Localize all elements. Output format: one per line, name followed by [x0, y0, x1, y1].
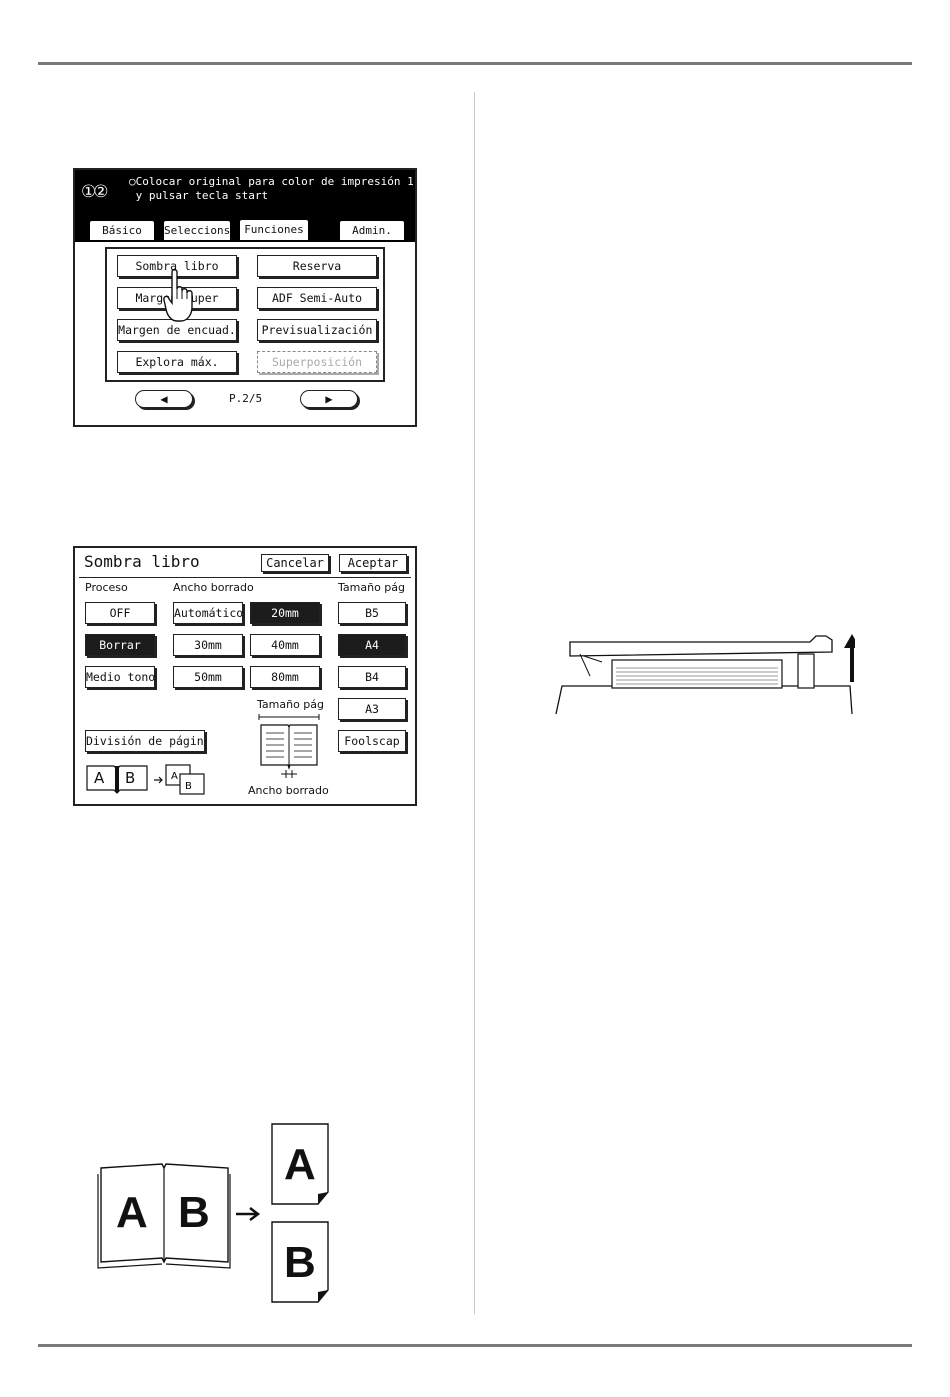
explora-max-button[interactable]: Explora máx.: [117, 351, 237, 373]
size-foolscap-button[interactable]: Foolscap: [338, 730, 406, 752]
ancho-20mm-button[interactable]: 20mm: [250, 602, 320, 624]
proceso-label: Proceso: [85, 581, 128, 594]
cancel-button[interactable]: Cancelar: [261, 554, 329, 572]
book-letter-a: A: [116, 1188, 148, 1237]
ancho-automatico-button[interactable]: Automático: [173, 602, 243, 624]
tamano-pag-label: Tamaño pág: [338, 581, 405, 594]
diagram-size-label: Tamaño pág: [257, 698, 324, 711]
tab-admin[interactable]: Admin.: [339, 220, 405, 240]
diagram-width-label: Ancho borrado: [248, 784, 329, 797]
book-split-icon: A B: [86, 764, 205, 795]
pointing-hand-icon: [163, 269, 193, 322]
tab-seleccions[interactable]: Seleccions: [163, 220, 231, 240]
previous-page-button[interactable]: ◀: [135, 390, 193, 408]
page-indicator: P.2/5: [229, 392, 263, 405]
header-divider: [79, 577, 411, 578]
proceso-borrar-button[interactable]: Borrar: [85, 634, 155, 656]
ancho-40mm-button[interactable]: 40mm: [250, 634, 320, 656]
bottom-rule: [38, 1344, 912, 1347]
svg-text:A: A: [171, 771, 178, 782]
book-icon-letter-a: A: [94, 769, 105, 787]
scanner-lid-raise-illustration: [555, 634, 855, 715]
proceso-medio-tono-button[interactable]: Medio tono: [85, 666, 155, 688]
print-color-icon: ①②: [81, 182, 109, 202]
svg-text:B: B: [185, 781, 192, 792]
adf-semi-auto-button[interactable]: ADF Semi-Auto: [257, 287, 377, 309]
tab-basico[interactable]: Básico: [89, 220, 155, 240]
division-pagina-button[interactable]: División de página: [85, 730, 205, 752]
function-buttons-panel: Sombra libro Margen super Margen de encu…: [105, 247, 385, 382]
margen-encuad-button[interactable]: Margen de encuad.: [117, 319, 237, 341]
book-letter-b: B: [178, 1188, 210, 1237]
ancho-50mm-button[interactable]: 50mm: [173, 666, 243, 688]
superposicion-button[interactable]: Superposición: [257, 351, 377, 373]
status-message: ○Colocar original para color de impresió…: [129, 175, 414, 202]
functions-panel-screen: ①② ○Colocar original para color de impre…: [73, 168, 417, 427]
book-icon-letter-b: B: [125, 769, 136, 787]
proceso-off-button[interactable]: OFF: [85, 602, 155, 624]
ancho-30mm-button[interactable]: 30mm: [173, 634, 243, 656]
size-a3-button[interactable]: A3: [338, 698, 406, 720]
size-b4-button[interactable]: B4: [338, 666, 406, 688]
sombra-libro-screen: Sombra libro Cancelar Aceptar Proceso An…: [73, 546, 417, 806]
ancho-borrado-label: Ancho borrado: [173, 581, 254, 594]
column-divider: [474, 92, 475, 1314]
accept-button[interactable]: Aceptar: [339, 554, 407, 572]
page-title: Sombra libro: [84, 552, 200, 571]
page-letter-a: A: [284, 1140, 316, 1189]
size-a4-button[interactable]: A4: [338, 634, 406, 656]
top-rule: [38, 62, 912, 65]
reserva-button[interactable]: Reserva: [257, 255, 377, 277]
ancho-80mm-button[interactable]: 80mm: [250, 666, 320, 688]
previsualizacion-button[interactable]: Previsualización: [257, 319, 377, 341]
tab-funciones[interactable]: Funciones: [239, 219, 309, 241]
open-book-diagram: [258, 714, 320, 778]
size-b5-button[interactable]: B5: [338, 602, 406, 624]
page-letter-b: B: [284, 1238, 316, 1287]
book-to-pages-illustration: [97, 1123, 329, 1303]
next-page-button[interactable]: ▶: [300, 390, 358, 408]
